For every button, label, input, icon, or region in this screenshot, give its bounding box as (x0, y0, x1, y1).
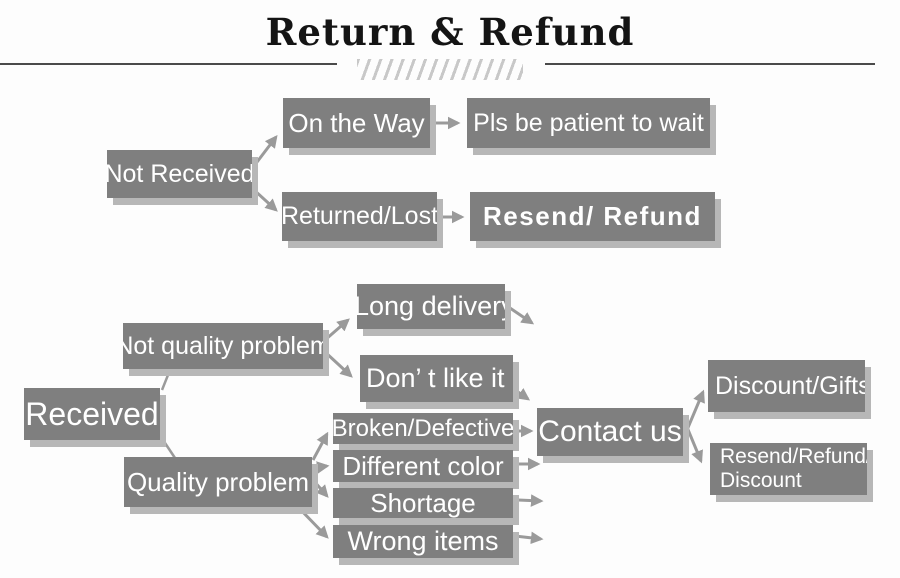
link-received-quality (161, 439, 177, 459)
arrow-quality-differentcolor (312, 461, 330, 474)
node-broken-defective: Broken/Defective (333, 413, 513, 444)
arrow-longdelivery-out (506, 304, 535, 325)
arrow-shortage-contact (517, 494, 544, 507)
arrow-quality-wrongitems (295, 504, 329, 539)
page-title: Return & Refund (265, 10, 635, 54)
divider-line-left (0, 63, 337, 65)
arrow-quality-shortage (311, 479, 329, 498)
arrow-notreceived-ontheway (252, 134, 278, 167)
node-contact-us: Contact us (537, 408, 683, 456)
node-different-color: Different color (333, 450, 513, 482)
node-resend-refund: Resend/ Refund (470, 192, 715, 241)
node-resend-refund-discount: Resend/Refund/ Discount (710, 443, 867, 495)
node-received: Received (24, 388, 160, 440)
node-on-the-way: On the Way (283, 98, 430, 148)
node-not-quality-problem: Not quality problem (123, 323, 323, 369)
link-received-notquality (160, 369, 172, 391)
node-dont-like-it: Don’ t like it (360, 355, 513, 402)
node-quality-problem: Quality problem (124, 457, 312, 507)
arrow-notquality-longdelivery (324, 318, 350, 342)
node-resend-refund-discount-line1: Resend/Refund/ (720, 445, 867, 469)
node-resend-refund-discount-line2: Discount (720, 469, 802, 492)
divider-line-right (545, 63, 875, 65)
node-wrong-items: Wrong items (333, 525, 513, 558)
node-pls-be-patient: Pls be patient to wait (467, 98, 710, 148)
node-shortage: Shortage (333, 488, 513, 518)
arrow-wrongitems-contact (514, 531, 544, 545)
arrow-notreceived-returnedlost (252, 188, 278, 212)
arrow-notquality-dontlike (323, 350, 353, 378)
arrow-contact-resenddiscount (682, 419, 703, 464)
arrow-contact-discountgifts (682, 389, 705, 438)
node-long-delivery: Long delivery (357, 284, 505, 329)
arrow-quality-broken (311, 431, 329, 461)
hatch-marks (357, 59, 523, 80)
node-not-received: Not Received (107, 150, 252, 198)
node-discount-gifts: Discount/Gifts (708, 360, 865, 412)
node-returned-lost: Returned/Lost (282, 192, 437, 241)
